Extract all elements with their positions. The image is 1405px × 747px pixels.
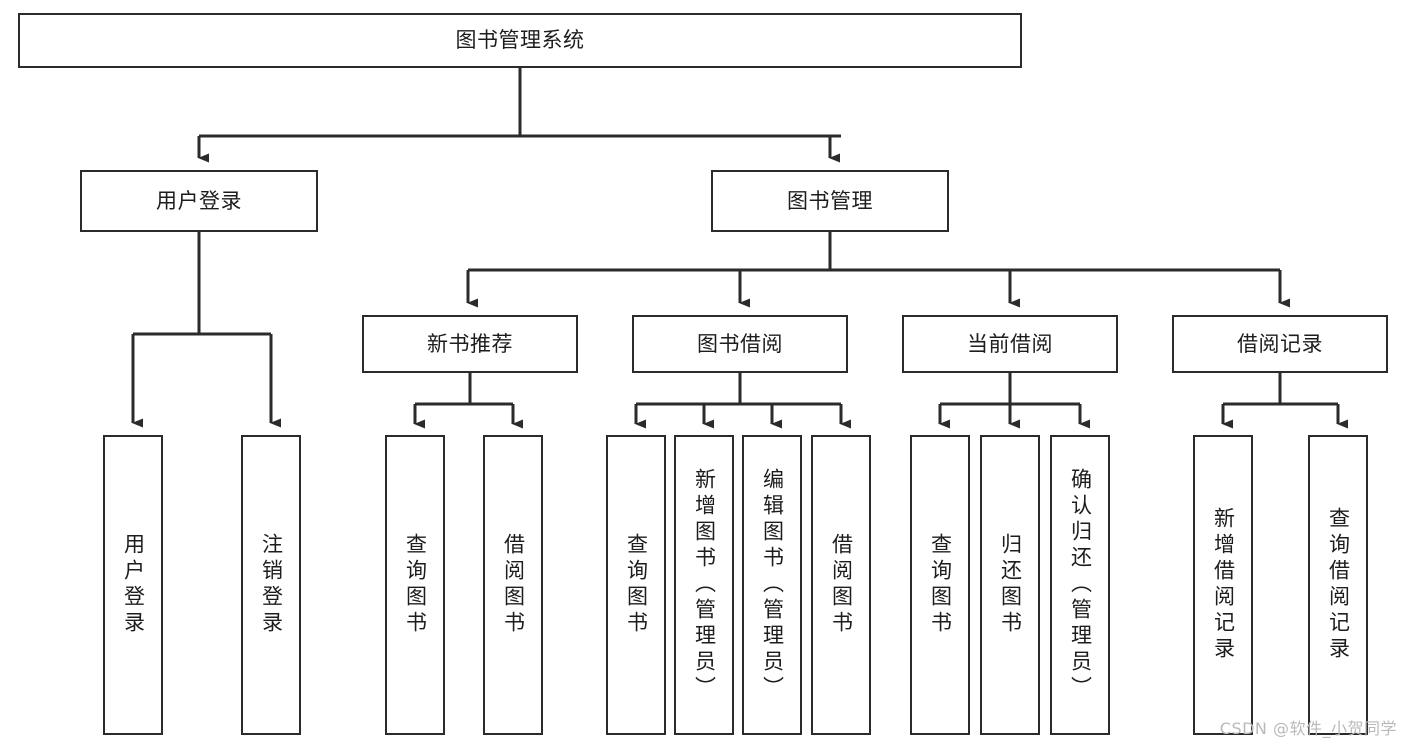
- node-leaf-return-book[interactable]: 归还图书: [980, 435, 1040, 735]
- node-borrow-record[interactable]: 借阅记录: [1172, 315, 1388, 373]
- edge-userlogin-to-bus: [133, 232, 271, 336]
- edge-borrowrecord-to-bus: [1223, 373, 1338, 406]
- node-label: 图书管理系统: [455, 28, 585, 53]
- edge-bookmgmt-to-bus: [468, 232, 1280, 272]
- node-label: 借阅图书: [501, 533, 526, 637]
- node-user-login[interactable]: 用户登录: [80, 170, 318, 232]
- node-leaf-edit-book-admin[interactable]: 编辑图书（管理员）: [742, 435, 802, 735]
- edge-root-to-bus: [199, 68, 841, 138]
- node-label: 新书推荐: [427, 331, 513, 356]
- node-label: 用户登录: [121, 533, 146, 637]
- node-label: 图书管理: [787, 188, 873, 213]
- node-book-borrow[interactable]: 图书借阅: [632, 315, 848, 373]
- edge-userlogin-children: [131, 334, 281, 428]
- node-label: 确认归还（管理员）: [1068, 468, 1093, 702]
- node-label: 查询图书: [403, 533, 428, 637]
- node-leaf-query-book-current[interactable]: 查询图书: [910, 435, 970, 735]
- node-leaf-borrow-book[interactable]: 借阅图书: [811, 435, 871, 735]
- edge-root-children: [197, 136, 840, 163]
- edge-currentborrow-children: [938, 404, 1090, 429]
- node-leaf-confirm-return-admin[interactable]: 确认归还（管理员）: [1050, 435, 1110, 735]
- node-leaf-query-book-borrow[interactable]: 查询图书: [606, 435, 666, 735]
- edge-bookmgmt-children: [466, 270, 1290, 308]
- node-label: 新增借阅记录: [1211, 507, 1236, 663]
- edge-newbook-children: [413, 404, 523, 429]
- node-label: 当前借阅: [967, 331, 1053, 356]
- node-label: 查询图书: [624, 533, 649, 637]
- node-leaf-borrow-book-newbook[interactable]: 借阅图书: [483, 435, 543, 735]
- node-current-borrow[interactable]: 当前借阅: [902, 315, 1118, 373]
- node-leaf-add-borrow-record[interactable]: 新增借阅记录: [1193, 435, 1253, 735]
- node-label: 借阅图书: [829, 533, 854, 637]
- edge-currentborrow-to-bus: [940, 373, 1080, 406]
- node-label: 注销登录: [259, 533, 284, 637]
- edge-borrowrecord-children: [1221, 404, 1348, 429]
- node-leaf-query-borrow-record[interactable]: 查询借阅记录: [1308, 435, 1368, 735]
- edge-bookborrow-children: [634, 404, 851, 429]
- node-leaf-add-book-admin[interactable]: 新增图书（管理员）: [674, 435, 734, 735]
- node-label: 用户登录: [156, 188, 242, 213]
- node-label: 查询借阅记录: [1326, 507, 1351, 663]
- edge-bookborrow-to-bus: [636, 373, 841, 406]
- node-root-system[interactable]: 图书管理系统: [18, 13, 1022, 68]
- node-new-book-recommend[interactable]: 新书推荐: [362, 315, 578, 373]
- node-leaf-query-book-newbook[interactable]: 查询图书: [385, 435, 445, 735]
- node-label: 查询图书: [928, 533, 953, 637]
- node-label: 归还图书: [998, 533, 1023, 637]
- node-leaf-user-logout[interactable]: 注销登录: [241, 435, 301, 735]
- node-label: 编辑图书（管理员）: [760, 468, 785, 702]
- node-label: 新增图书（管理员）: [692, 468, 717, 702]
- edge-newbook-to-bus: [415, 373, 513, 406]
- node-label: 借阅记录: [1237, 331, 1323, 356]
- node-book-management[interactable]: 图书管理: [711, 170, 949, 232]
- node-label: 图书借阅: [697, 331, 783, 356]
- node-leaf-user-login[interactable]: 用户登录: [103, 435, 163, 735]
